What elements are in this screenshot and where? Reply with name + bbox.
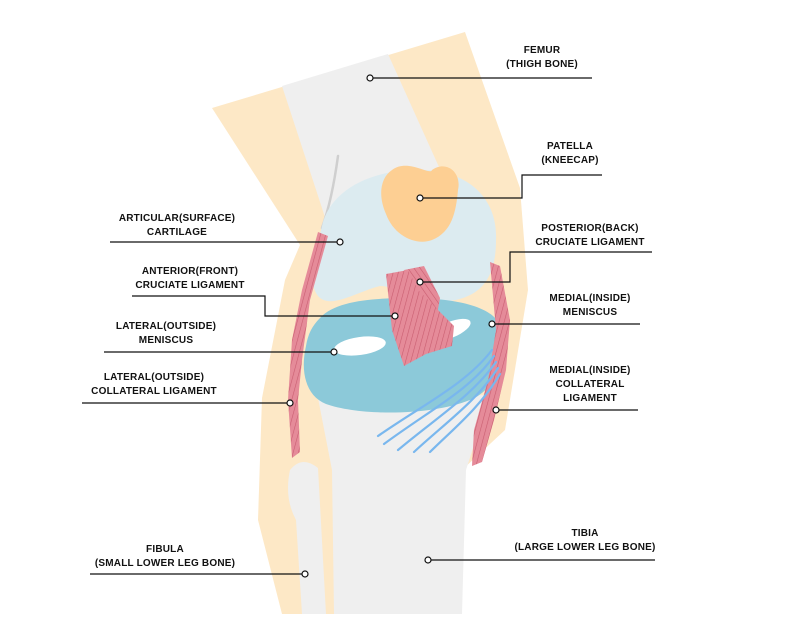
fibula-label-line2: (SMALL LOWER LEG BONE): [94, 558, 236, 569]
medial-meniscus-label-line2: MENISCUS: [562, 307, 618, 318]
medial-collateral-label: MEDIAL(INSIDE) COLLATERAL LIGAMENT: [549, 364, 630, 406]
medial-meniscus-label: MEDIAL(INSIDE) MENISCUS: [549, 292, 630, 320]
patella-label-line1: PATELLA: [546, 141, 594, 152]
tibia-label: TIBIA (LARGE LOWER LEG BONE): [514, 527, 655, 555]
posterior-leader: [420, 251, 652, 283]
patella-label-line2: (KNEECAP): [541, 155, 599, 166]
tibia-leader-dot: [424, 556, 432, 564]
patella-leader-dot: [416, 194, 424, 202]
anterior-leader: [132, 295, 395, 317]
posterior-leader-dot: [416, 278, 424, 286]
fibula-label-line1: FIBULA: [146, 544, 184, 555]
medial-collateral-label-line1: MEDIAL(INSIDE): [549, 365, 631, 376]
fibula-leader-dot: [301, 570, 309, 578]
tendon-fibers: [376, 348, 502, 454]
tibia-label-line2: (LARGE LOWER LEG BONE): [514, 542, 656, 553]
medial-collateral-label-line2: COLLATERAL: [555, 379, 625, 390]
lateral-collateral-label-line1: LATERAL(OUTSIDE): [103, 372, 205, 383]
posterior-label-line1: POSTERIOR(BACK): [541, 223, 639, 234]
tibia-bone: [318, 395, 490, 614]
anterior-cruciate-label: ANTERIOR(FRONT) CRUCIATE LIGAMENT: [135, 265, 244, 293]
femur-label-line2: (THIGH BONE): [506, 59, 578, 70]
anterior-label-line2: CRUCIATE LIGAMENT: [135, 280, 245, 291]
fibula-label: FIBULA (SMALL LOWER LEG BONE): [95, 543, 235, 571]
lateral-collateral-ligament: [288, 232, 328, 458]
femur-label-line1: FEMUR: [523, 45, 561, 56]
medial-collateral-leader-dot: [492, 406, 500, 414]
articular-leader-dot: [336, 238, 344, 246]
articular-label-line2: CARTILAGE: [146, 227, 208, 238]
lateral-meniscus-opening: [334, 336, 386, 356]
posterior-label-line2: CRUCIATE LIGAMENT: [535, 237, 645, 248]
patella-bone: [381, 165, 459, 242]
lateral-meniscus-label-line2: MENISCUS: [138, 335, 194, 346]
lateral-collateral-label: LATERAL(OUTSIDE) COLLATERAL LIGAMENT: [91, 371, 217, 399]
tibia-label-line1: TIBIA: [571, 528, 599, 539]
medial-meniscus-leader-dot: [488, 320, 496, 328]
patella-label: PATELLA (KNEECAP): [541, 140, 598, 168]
medial-meniscus-label-line1: MEDIAL(INSIDE): [549, 293, 631, 304]
articular-cartilage-label: ARTICULAR(SURFACE) CARTILAGE: [119, 212, 235, 240]
patella-leader: [420, 174, 602, 199]
fibula-bone: [288, 461, 326, 614]
medial-collateral-label-line3: LIGAMENT: [563, 393, 617, 404]
posterior-cruciate-label: POSTERIOR(BACK) CRUCIATE LIGAMENT: [535, 222, 644, 250]
lateral-meniscus-label-line1: LATERAL(OUTSIDE): [115, 321, 217, 332]
lateral-collateral-label-line2: COLLATERAL LIGAMENT: [91, 386, 217, 397]
anterior-cruciate-ligament: [386, 270, 454, 366]
femur-label: FEMUR (THIGH BONE): [506, 44, 578, 72]
medial-collateral-ligament: [472, 262, 510, 466]
lateral-meniscus-label: LATERAL(OUTSIDE) MENISCUS: [116, 320, 216, 348]
anterior-leader-dot: [391, 312, 399, 320]
articular-label-line1: ARTICULAR(SURFACE): [118, 213, 236, 224]
lateral-meniscus-leader-dot: [330, 348, 338, 356]
lateral-collateral-leader-dot: [286, 399, 294, 407]
femur-leader-dot: [366, 74, 374, 82]
anterior-label-line1: ANTERIOR(FRONT): [141, 266, 239, 277]
